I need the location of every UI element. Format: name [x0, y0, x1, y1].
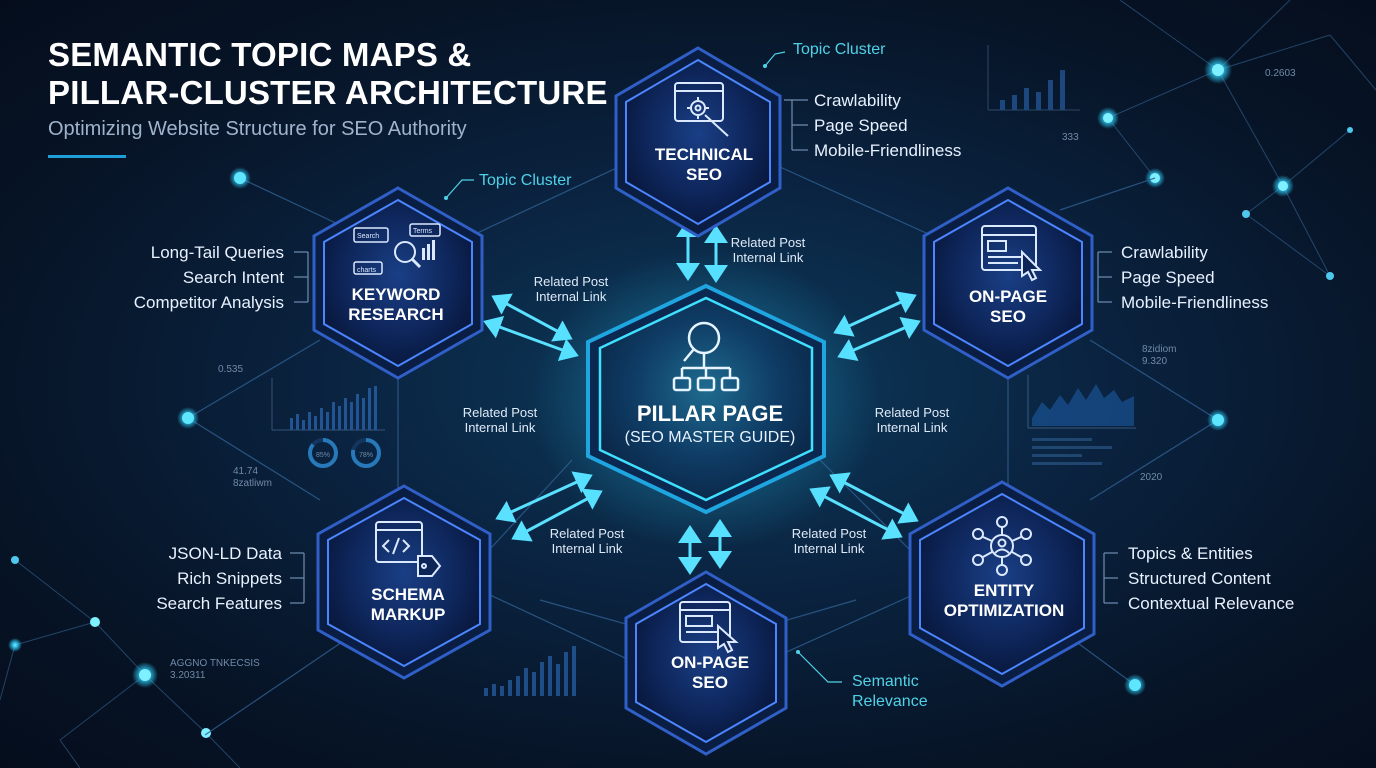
pillar-subtitle: (SEO MASTER GUIDE) [625, 429, 796, 446]
link-label: Related Post [875, 405, 950, 420]
schema-markup-list: JSON-LD Data Rich Snippets Search Featur… [156, 544, 305, 613]
cluster-title-line2: RESEARCH [348, 305, 443, 324]
list-item: Mobile-Friendliness [814, 141, 961, 160]
callout-topic-cluster-left: Topic Cluster [444, 172, 572, 200]
cluster-keyword-research[interactable]: Search Terms charts KEYWORD RESEARCH [312, 186, 484, 380]
browser-cursor-icon [679, 601, 739, 654]
technical-seo-list: Crawlability Page Speed Mobile-Friendlin… [784, 91, 961, 160]
decor-value: 9.320 [1142, 356, 1167, 367]
page-title-line1: SEMANTIC TOPIC MAPS & [48, 36, 472, 73]
link-label: Related Post [534, 274, 609, 289]
link-labels: Related Post Internal Link Related Post … [463, 235, 950, 556]
pillar-title: PILLAR PAGE [637, 401, 783, 426]
link-label: Internal Link [465, 420, 536, 435]
decor-value: 333 [1062, 132, 1079, 143]
cluster-technical-seo[interactable]: TECHNICAL SEO [614, 46, 782, 238]
page-subtitle: Optimizing Website Structure for SEO Aut… [48, 118, 467, 140]
link-label: Related Post [792, 526, 867, 541]
page-title-line2: PILLAR-CLUSTER ARCHITECTURE [48, 74, 608, 111]
list-item: Topics & Entities [1128, 544, 1253, 563]
cluster-title-line2: SEO [990, 307, 1026, 326]
cluster-title-line2: SEO [692, 673, 728, 692]
pillar-page[interactable]: PILLAR PAGE (SEO MASTER GUIDE) [531, 250, 881, 550]
list-item: Search Features [156, 594, 282, 613]
browser-cursor-icon [981, 225, 1043, 282]
list-item: Crawlability [1121, 243, 1208, 262]
bg-bar-chart-top-right [987, 45, 1080, 111]
link-label: Internal Link [794, 541, 865, 556]
callout-text: Relevance [852, 693, 928, 710]
link-label: Internal Link [552, 541, 623, 556]
onpage-seo-list: Crawlability Page Speed Mobile-Friendlin… [1097, 243, 1268, 312]
cluster-entity-optimization[interactable]: ENTITY OPTIMIZATION [908, 480, 1096, 688]
donut-label: 85% [316, 452, 330, 459]
decor-value: 8zatliwm [233, 478, 272, 489]
cluster-title-line1: SCHEMA [371, 585, 445, 604]
cluster-onpage-seo-right[interactable]: ON-PAGE SEO [922, 186, 1094, 380]
cluster-title-line1: ON-PAGE [969, 287, 1047, 306]
list-item: Search Intent [183, 268, 284, 287]
magnifier-sitemap-icon [672, 321, 740, 392]
list-item: Rich Snippets [177, 569, 282, 588]
cluster-title-line2: SEO [686, 165, 722, 184]
cluster-title-line2: OPTIMIZATION [944, 601, 1065, 620]
list-item: Mobile-Friendliness [1121, 293, 1268, 312]
cluster-title-line1: KEYWORD [352, 285, 441, 304]
frame-nodes [177, 167, 1229, 696]
list-item: Long-Tail Queries [151, 243, 284, 262]
decor-value: 0.2603 [1265, 68, 1296, 79]
decor-value: 41.74 [233, 466, 258, 477]
entity-network-icon [972, 516, 1032, 576]
cluster-title-line1: ENTITY [974, 581, 1035, 600]
list-item: Contextual Relevance [1128, 594, 1294, 613]
browser-gear-icon [674, 82, 729, 137]
entity-optimization-list: Topics & Entities Structured Content Con… [1103, 544, 1294, 613]
list-item: Page Speed [1121, 268, 1215, 287]
callout-topic-cluster-top: Topic Cluster [763, 41, 886, 68]
cluster-title-line1: ON-PAGE [671, 653, 749, 672]
decor-value: 8zidiom [1142, 344, 1176, 355]
callout-text: Semantic [852, 673, 919, 690]
icon-word: charts [357, 267, 377, 274]
code-tag-icon [375, 521, 442, 577]
donut-label: 78% [359, 452, 373, 459]
cluster-title-line2: MARKUP [371, 605, 446, 624]
list-item: Structured Content [1128, 569, 1271, 588]
callout-text: Topic Cluster [479, 172, 572, 189]
icon-word: Terms [413, 228, 433, 235]
callout-text: Topic Cluster [793, 41, 886, 58]
cluster-onpage-seo-bottom[interactable]: ON-PAGE SEO [624, 570, 788, 756]
icon-word: Search [357, 233, 379, 240]
callout-semantic-relevance: Semantic Relevance [796, 650, 928, 710]
title-accent-line [48, 155, 126, 158]
decor-value: 0.535 [218, 364, 243, 375]
page-header: SEMANTIC TOPIC MAPS & PILLAR-CLUSTER ARC… [48, 36, 608, 158]
list-item: Crawlability [814, 91, 901, 110]
link-label: Related Post [550, 526, 625, 541]
bg-donut-charts [308, 438, 381, 468]
link-label: Related Post [731, 235, 806, 250]
cluster-schema-markup[interactable]: SCHEMA MARKUP [316, 484, 492, 680]
link-label: Related Post [463, 405, 538, 420]
decor-value: AGGNO TNKECSIS [170, 658, 260, 669]
decor-value: 2020 [1140, 472, 1163, 483]
list-item: JSON-LD Data [169, 544, 283, 563]
keyword-research-list: Long-Tail Queries Search Intent Competit… [134, 243, 309, 312]
link-label: Internal Link [877, 420, 948, 435]
cluster-title-line1: TECHNICAL [655, 145, 753, 164]
decor-value: 3.20311 [170, 670, 206, 681]
network-nodes [8, 56, 1353, 738]
keyword-search-icon [353, 223, 441, 275]
list-item: Competitor Analysis [134, 293, 284, 312]
bg-area-chart-right [1027, 375, 1136, 465]
bg-bar-chart-left [271, 378, 385, 431]
bg-bar-chart-bottom [484, 646, 576, 696]
list-item: Page Speed [814, 116, 908, 135]
